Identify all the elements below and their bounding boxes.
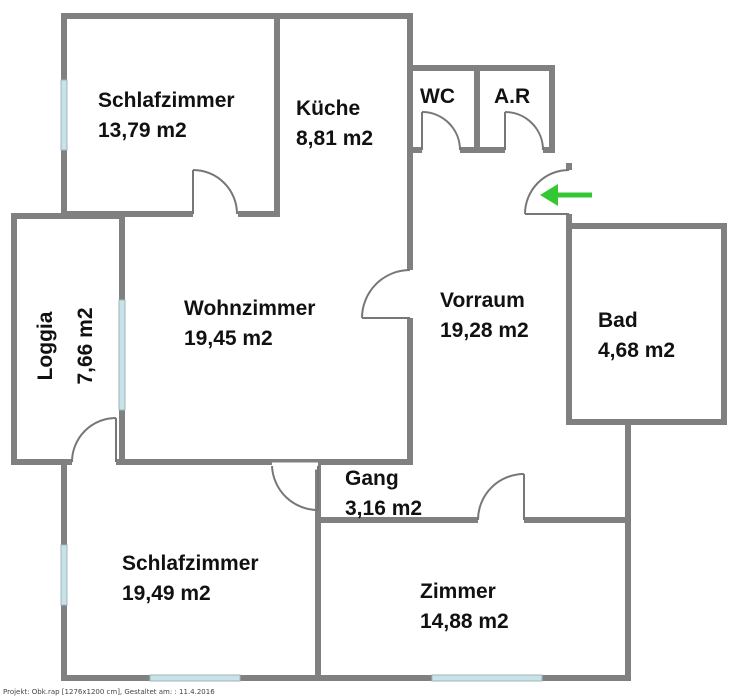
door-wc xyxy=(421,111,461,154)
door-loggia xyxy=(71,417,117,466)
room-wc-name: WC xyxy=(420,85,455,108)
room-kueche-area: 8,81 m2 xyxy=(296,127,373,150)
room-wohnzimmer-area: 19,45 m2 xyxy=(184,327,273,350)
door-entrance xyxy=(524,169,573,215)
window-bedroom2 xyxy=(60,544,68,606)
wall-bad xyxy=(566,223,727,425)
window-bedroom1 xyxy=(60,79,68,151)
room-labels: Schlafzimmer 13,79 m2 Küche 8,81 m2 WC A… xyxy=(34,85,675,633)
room-bad-name: Bad xyxy=(598,309,638,332)
room-vorraum-area: 19,28 m2 xyxy=(440,319,529,342)
room-schlafzimmer-2-area: 19,49 m2 xyxy=(122,582,211,605)
doors xyxy=(71,111,573,524)
room-vorraum-name: Vorraum xyxy=(440,289,525,312)
door-ar xyxy=(504,111,544,154)
door-zimmer xyxy=(477,473,525,524)
window-bottom-left xyxy=(149,674,241,682)
room-schlafzimmer-2-name: Schlafzimmer xyxy=(122,552,259,575)
room-bad-area: 4,68 m2 xyxy=(598,339,675,362)
window-bottom-right xyxy=(431,674,543,682)
room-zimmer-area: 14,88 m2 xyxy=(420,610,509,633)
room-zimmer-name: Zimmer xyxy=(420,580,496,603)
room-schlafzimmer-1-area: 13,79 m2 xyxy=(98,119,187,142)
window-living-loggia xyxy=(118,299,126,411)
door-living xyxy=(361,269,414,319)
wall-loggia xyxy=(11,213,125,465)
room-loggia-area: 7,66 m2 xyxy=(74,307,97,384)
room-kueche-name: Küche xyxy=(296,97,360,120)
room-gang-area: 3,16 m2 xyxy=(345,497,422,520)
door-bedroom1 xyxy=(192,169,238,218)
room-schlafzimmer-1-name: Schlafzimmer xyxy=(98,89,235,112)
project-footer: Projekt: Obk.rap [1276x1200 cm], Gestalt… xyxy=(3,688,215,696)
entrance-arrow-icon xyxy=(540,184,592,206)
room-ar-name: A.R xyxy=(494,85,530,108)
room-loggia-name: Loggia xyxy=(34,311,57,380)
room-wohnzimmer-name: Wohnzimmer xyxy=(184,297,315,320)
room-gang-name: Gang xyxy=(345,467,399,490)
door-bedroom2 xyxy=(271,462,319,512)
room-loggia-label: Loggia 7,66 m2 xyxy=(34,307,97,384)
windows xyxy=(60,79,543,682)
